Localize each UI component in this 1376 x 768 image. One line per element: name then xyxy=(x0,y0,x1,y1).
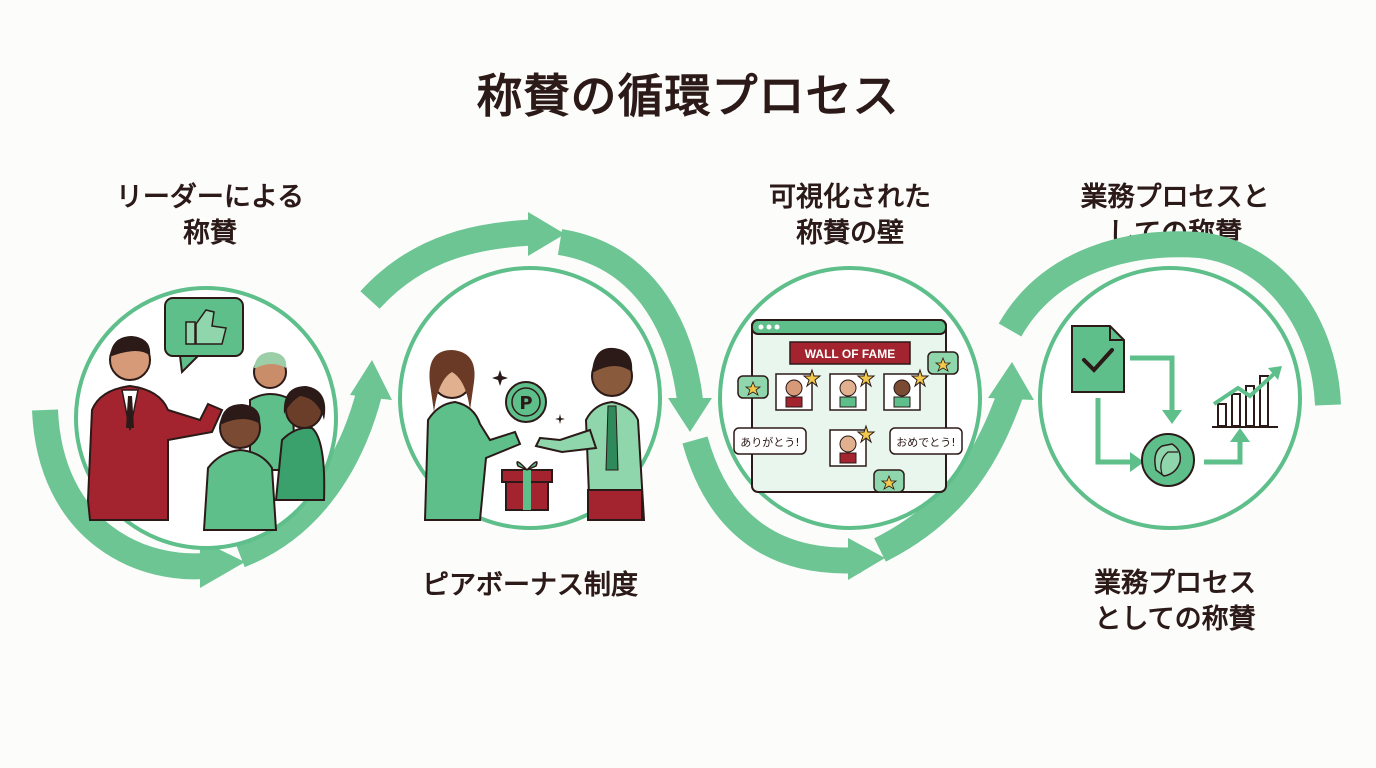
flow-arrow-1 xyxy=(32,409,217,580)
thanks-bubble: ありがとう! xyxy=(733,427,807,455)
flow-arrow-7 xyxy=(998,231,1341,406)
diagram-title: 称賛の循環プロセス xyxy=(476,69,900,123)
thanks-text: ありがとう! xyxy=(740,435,799,449)
star-icon xyxy=(802,368,930,444)
clap-icon xyxy=(1141,433,1195,487)
flow-arrow-4 xyxy=(557,229,703,402)
leader-person xyxy=(86,336,224,521)
growth-chart-icon xyxy=(1212,366,1282,428)
arrow-head-2 xyxy=(350,360,392,400)
chat-star-bubbles xyxy=(737,351,959,493)
check-document-icon xyxy=(1071,325,1125,393)
team-members xyxy=(202,352,326,531)
flow-arrow-5 xyxy=(682,436,861,574)
arrow-heads xyxy=(200,212,1034,588)
gift-icon xyxy=(501,461,553,511)
flow-arrow-3 xyxy=(360,219,541,309)
profile-avatars xyxy=(785,379,911,464)
step-1-label: リーダーによる 称賛 xyxy=(115,182,305,249)
arrow-head-4 xyxy=(668,398,712,432)
person-giving xyxy=(423,350,522,521)
step-3-illustration: WALL OF FAME xyxy=(733,319,963,493)
flow-arrow-6 xyxy=(874,390,1023,562)
congrats-bubble: おめでとう! xyxy=(889,427,963,455)
step-4-illustration xyxy=(1071,325,1282,487)
wall-of-fame-banner: WALL OF FAME xyxy=(789,341,911,365)
coin-text: P xyxy=(519,393,532,414)
process-arrow-heads xyxy=(1130,410,1250,472)
step-1-illustration xyxy=(86,297,326,531)
arrow-head-6 xyxy=(988,362,1034,400)
step-3-label: 可視化された 称賛の壁 xyxy=(769,182,931,249)
thumbs-up-icon xyxy=(164,297,244,375)
person-receiving xyxy=(534,347,646,521)
step-4-label-bottom: 業務プロセス としての称賛 xyxy=(1094,568,1256,635)
flow-arrows xyxy=(32,219,1341,580)
arrow-head-5 xyxy=(848,538,885,580)
point-coin-icon: P xyxy=(505,381,547,423)
step-2-label: ピアボーナス制度 xyxy=(422,570,638,601)
process-arrows xyxy=(1095,355,1243,465)
step-2-illustration: P xyxy=(423,347,646,521)
arrow-head-1 xyxy=(200,540,245,588)
arrow-head-3 xyxy=(528,212,565,256)
sparkle-icon xyxy=(492,370,565,424)
congrats-text: おめでとう! xyxy=(896,436,955,449)
board-title: WALL OF FAME xyxy=(805,347,895,361)
flow-arrow-2 xyxy=(234,386,383,568)
